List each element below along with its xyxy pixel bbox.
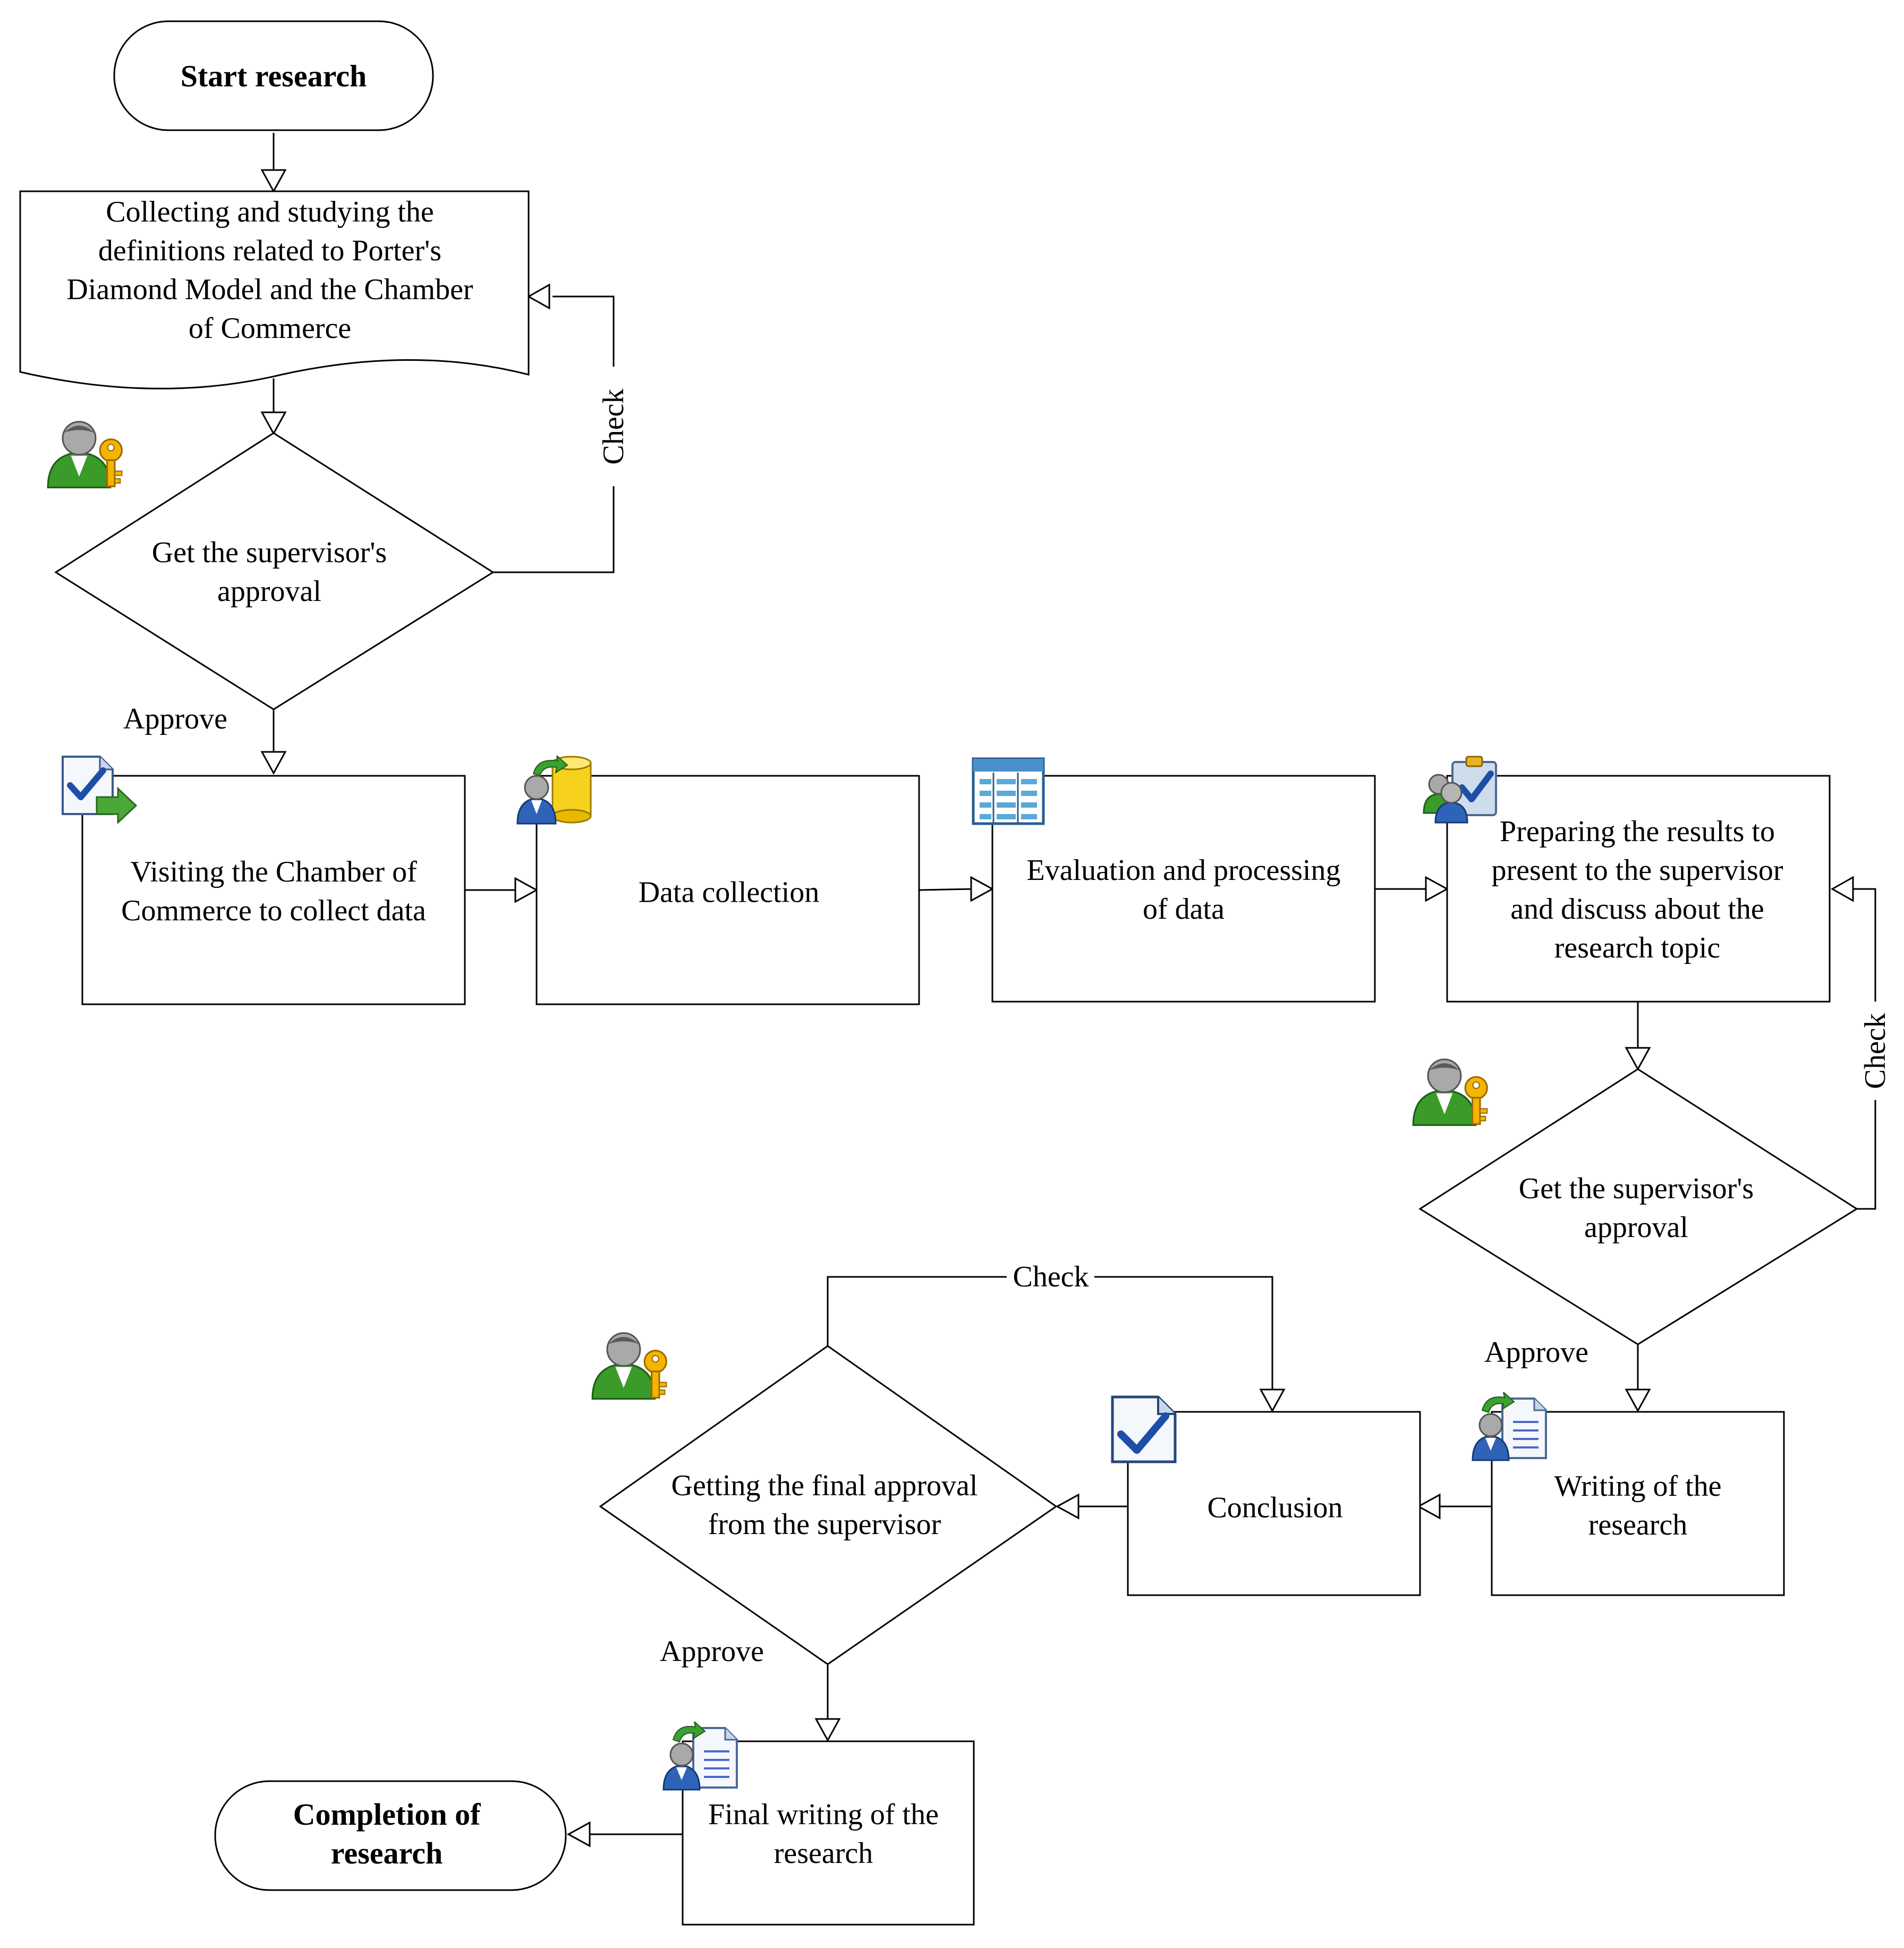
label-line: definitions related to Porter's <box>98 234 441 267</box>
conclusion-label: Conclusion <box>1207 1492 1342 1524</box>
arrowhead-into-completion <box>566 1821 591 1848</box>
evaluation-label: Evaluation and processing of data <box>1027 854 1341 926</box>
label-line: research <box>1588 1509 1688 1542</box>
supervisor-key-icon <box>591 1332 667 1400</box>
check-label-1: Check <box>597 388 630 464</box>
arrowhead-into-prepare <box>1425 876 1449 902</box>
label-line: research <box>774 1837 873 1870</box>
arrowhead-into-prepare-check <box>1830 876 1854 902</box>
label-line: Getting the final approval <box>672 1469 978 1502</box>
arrowhead-into-visit <box>260 751 287 775</box>
label-line: Writing of the <box>1554 1470 1722 1503</box>
label-line: Evaluation and processing <box>1027 854 1341 887</box>
collect-definitions-label: Collecting and studying the definitions r… <box>66 196 473 345</box>
arrowhead-into-datacollection <box>514 877 539 903</box>
label-line: of Commerce <box>189 312 351 345</box>
start-label: Start research <box>181 58 367 93</box>
arrowhead-into-collect-check <box>526 283 550 310</box>
user-document-icon <box>1472 1392 1547 1461</box>
writing-label: Writing of the research <box>1554 1470 1722 1542</box>
visit-chamber-label: Visiting the Chamber of Commerce to colle… <box>121 856 426 927</box>
label-line: and discuss about the <box>1510 893 1764 926</box>
label-line: Get the supervisor's <box>152 536 387 569</box>
user-database-icon <box>516 756 592 825</box>
approval-2-decision <box>1418 1068 1858 1345</box>
label-line: Conclusion <box>1207 1492 1342 1524</box>
supervisor-key-icon <box>1412 1058 1488 1127</box>
check-label-2: Check <box>1859 1013 1892 1089</box>
label-line: Completion of <box>293 1797 481 1832</box>
shape-layer <box>19 20 1858 1926</box>
label-line: research <box>331 1836 443 1870</box>
label-line: Final writing of the <box>708 1798 939 1831</box>
evaluation-process <box>991 775 1376 1003</box>
label-line: Get the supervisor's <box>1519 1172 1754 1205</box>
arrowhead-into-evaluation <box>970 876 994 902</box>
users-clipboard-icon <box>1424 757 1496 823</box>
conclusion-process <box>1127 1411 1421 1596</box>
edge-label-layer: Check Approve Check Approve Check Approv… <box>123 367 1895 1668</box>
user-document-icon <box>662 1722 738 1791</box>
completion-terminal <box>214 1780 567 1891</box>
data-collection-label: Data collection <box>639 876 820 909</box>
approval-2-label: Get the supervisor's approval <box>1519 1172 1754 1244</box>
final-approval-decision <box>599 1345 1058 1665</box>
data-table-icon <box>973 759 1043 824</box>
label-line: Visiting the Chamber of <box>130 856 417 888</box>
final-approval-label: Getting the final approval from the super… <box>672 1469 978 1541</box>
arrowhead-into-conclusion-check <box>1259 1388 1286 1413</box>
label-line: Collecting and studying the <box>106 196 434 228</box>
label-line: present to the supervisor <box>1492 854 1783 887</box>
label-line: from the supervisor <box>708 1508 941 1541</box>
arrowhead-into-finalapproval <box>1055 1493 1080 1520</box>
arrowhead-layer <box>260 169 1854 1848</box>
label-line: Commerce to collect data <box>121 894 426 927</box>
label-line: approval <box>1584 1211 1688 1244</box>
prepare-results-process <box>1446 775 1831 1003</box>
label-line: research topic <box>1554 931 1720 964</box>
approve-label-3: Approve <box>660 1635 764 1668</box>
collect-definitions-document <box>19 190 530 389</box>
supervisor-key-icon <box>47 421 123 489</box>
arrowhead-into-conclusion <box>1416 1493 1441 1520</box>
visit-chamber-process <box>81 775 466 1005</box>
arrowhead-into-writing <box>1625 1388 1651 1413</box>
arrowhead-into-approval2 <box>1625 1047 1651 1071</box>
prepare-results-label: Preparing the results to present to the s… <box>1492 815 1783 964</box>
label-line: Preparing the results to <box>1500 815 1775 848</box>
label-line: Diamond Model and the Chamber <box>66 273 473 306</box>
arrowhead-into-finalwriting <box>814 1718 841 1742</box>
node-text-layer: Start research Collecting and studying t… <box>66 58 1783 1870</box>
check-label-3: Check <box>1013 1260 1089 1293</box>
label-line: of data <box>1143 893 1225 926</box>
final-writing-label: Final writing of the research <box>708 1798 939 1870</box>
approval-1-decision <box>54 432 495 710</box>
arrowhead-into-collect <box>260 169 287 193</box>
arrowhead-into-approval1 <box>260 411 287 436</box>
document-checkmark-icon <box>1112 1397 1175 1462</box>
approve-label-1: Approve <box>123 702 227 735</box>
start-terminal <box>113 20 434 131</box>
approve-label-2: Approve <box>1484 1336 1588 1369</box>
completion-label: Completion of research <box>293 1797 481 1870</box>
connector-datacollection-to-evaluation <box>919 888 973 891</box>
label-line: Start research <box>181 58 367 93</box>
label-line: Data collection <box>639 876 820 909</box>
label-line: approval <box>217 575 321 608</box>
approval-1-label: Get the supervisor's approval <box>152 536 387 608</box>
data-collection-process <box>536 775 920 1005</box>
